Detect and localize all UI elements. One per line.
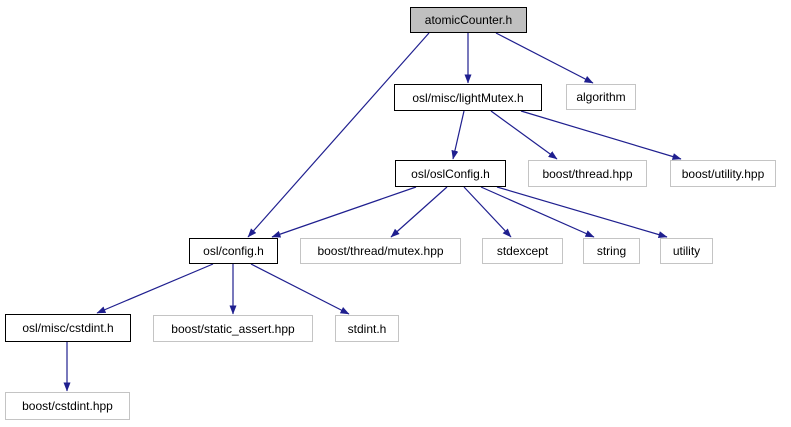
edge-osl-misc-lightMutex-h-to-osl-oslConfig-h	[451, 110, 465, 160]
node-osl-misc-cstdint-h[interactable]: osl/misc/cstdint.h	[5, 314, 131, 342]
edge-atomicCounter-h-to-algorithm	[495, 32, 594, 84]
node-boost-thread-hpp: boost/thread.hpp	[528, 160, 647, 187]
node-stdexcept: stdexcept	[482, 238, 563, 264]
edge-osl-oslConfig-h-to-stdexcept	[463, 186, 512, 238]
edge-osl-config-h-to-stdint-h	[250, 263, 350, 315]
node-algorithm: algorithm	[566, 84, 636, 110]
node-osl-config-h[interactable]: osl/config.h	[189, 238, 278, 264]
node-utility: utility	[660, 238, 713, 264]
node-boost-thread-mutex-hpp: boost/thread/mutex.hpp	[300, 238, 461, 264]
node-string: string	[583, 238, 640, 264]
node-osl-misc-lightMutex-h[interactable]: osl/misc/lightMutex.h	[394, 84, 542, 111]
edge-osl-oslConfig-h-to-boost-thread-mutex-hpp	[390, 186, 448, 238]
edge-osl-config-h-to-osl-misc-cstdint-h	[96, 263, 214, 314]
edge-osl-oslConfig-h-to-utility	[496, 186, 668, 238]
node-stdint-h: stdint.h	[335, 315, 399, 342]
edge-osl-oslConfig-h-to-string	[480, 186, 595, 238]
node-boost-cstdint-hpp: boost/cstdint.hpp	[5, 392, 130, 420]
node-osl-oslConfig-h[interactable]: osl/oslConfig.h	[395, 160, 506, 187]
edge-osl-misc-lightMutex-h-to-boost-utility-hpp	[520, 110, 682, 160]
edge-osl-oslConfig-h-to-osl-config-h	[271, 186, 417, 238]
edge-osl-misc-lightMutex-h-to-boost-thread-hpp	[490, 110, 558, 160]
edge-atomicCounter-h-to-osl-config-h	[247, 32, 430, 238]
node-boost-static_assert-hpp: boost/static_assert.hpp	[153, 315, 313, 342]
node-boost-utility-hpp: boost/utility.hpp	[670, 160, 776, 187]
node-atomicCounter-h: atomicCounter.h	[410, 7, 527, 33]
